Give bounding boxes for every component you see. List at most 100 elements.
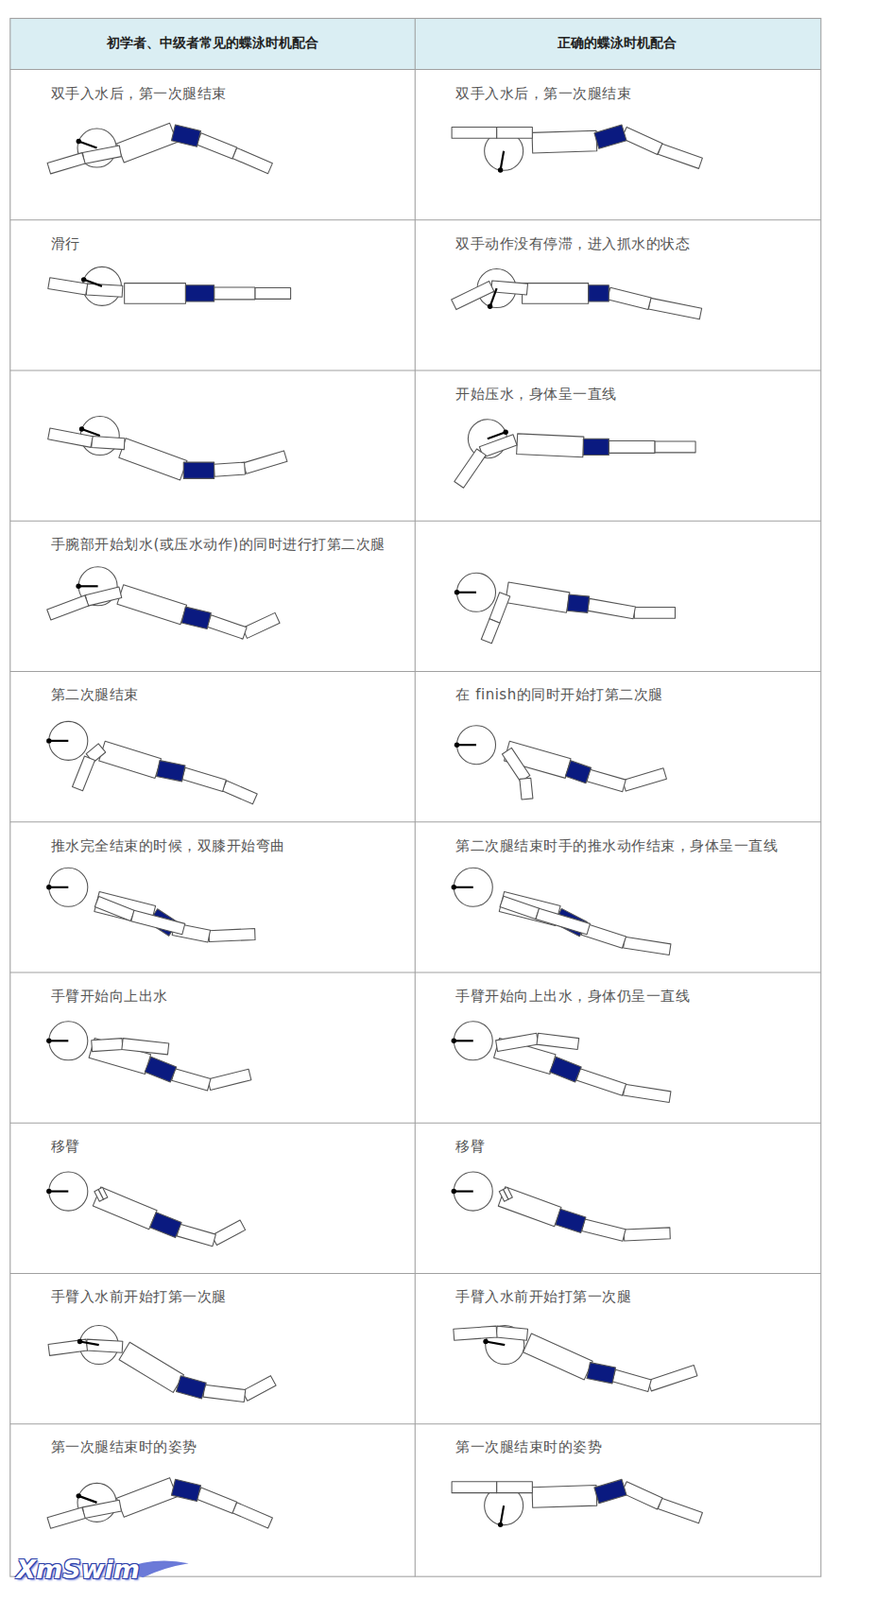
- swimmer-thigh: [621, 126, 663, 155]
- column-divider: [414, 17, 416, 1577]
- step-caption: 第一次腿结束时的姿势: [51, 1438, 198, 1457]
- row-divider: [10, 1423, 822, 1425]
- swimmer-mouth: [451, 884, 457, 890]
- swimmer-torso: [99, 740, 162, 778]
- step-caption: 手腕部开始划水(或压水动作)的同时进行打第二次腿: [51, 535, 386, 554]
- step-caption: 开始压水，身体呈一直线: [455, 385, 618, 404]
- swimmer-figure: [451, 269, 703, 320]
- swimmer-face: [485, 1341, 505, 1346]
- swimmer-shin: [623, 1227, 670, 1241]
- swimmer-face: [453, 886, 474, 889]
- swimmer-shin: [211, 1219, 246, 1246]
- step-caption: 手臂开始向上出水: [51, 987, 169, 1006]
- swimmer-hip: [156, 760, 186, 782]
- swimmer-mouth: [76, 1492, 82, 1498]
- header-divider: [10, 68, 822, 70]
- swimmer-torso: [497, 1186, 562, 1227]
- swimmer-head: [457, 725, 497, 765]
- swimmer-head: [453, 1021, 493, 1061]
- swimmer-shin: [648, 1364, 698, 1390]
- swimmer-face: [49, 1189, 69, 1192]
- swimmer-hip: [588, 285, 610, 302]
- swimmer-upper-arm: [82, 145, 121, 164]
- swimmer-torso: [516, 433, 584, 458]
- swimmer-forearm: [47, 1507, 86, 1528]
- swimmer-hip: [144, 1056, 176, 1082]
- swimmer-shin: [241, 1375, 276, 1402]
- swimmer-figure: [451, 867, 671, 955]
- swimmer-torso: [117, 584, 188, 625]
- swimmer-figure: [47, 1477, 273, 1529]
- swimmer-figure: [48, 1325, 276, 1403]
- swimmer-forearm: [48, 1338, 87, 1356]
- swimmer-torso: [523, 1333, 594, 1380]
- swimmer-figure: [453, 1325, 698, 1392]
- column-header: 初学者、中级者常见的蝶泳时机配合: [10, 34, 415, 52]
- swimmer-shin: [222, 780, 258, 805]
- swimmer-face: [49, 1039, 69, 1042]
- row-divider: [10, 670, 822, 672]
- swimmer-thigh: [586, 769, 626, 791]
- swimmer-upper-arm: [497, 126, 533, 138]
- swimmer-hip: [565, 760, 591, 784]
- swimmer-face: [453, 1039, 474, 1042]
- swimmer-forearm: [98, 1186, 108, 1200]
- swimmer-upper-arm: [496, 1032, 539, 1051]
- swimmer-figures: [46, 122, 703, 1528]
- swimmer-torso: [116, 122, 177, 163]
- swimmer-forearm: [451, 281, 495, 310]
- swimmer-mouth: [497, 167, 503, 172]
- swimmer-torso: [116, 1477, 177, 1518]
- swimmer-hip: [175, 1375, 206, 1399]
- swimmer-figure: [46, 1021, 252, 1091]
- swimmer-shin: [208, 928, 256, 943]
- swimmer-forearm: [453, 1325, 498, 1340]
- swimmer-torso: [531, 130, 598, 154]
- step-caption: 移臂: [51, 1137, 81, 1156]
- swimmer-upper-arm: [489, 592, 511, 623]
- swimmer-figure: [451, 1478, 703, 1527]
- swimmer-head: [49, 867, 88, 907]
- swimmer-face: [81, 428, 100, 436]
- table-grid: [10, 17, 822, 1577]
- swimmer-mouth: [81, 276, 86, 282]
- swimmer-thigh: [587, 598, 636, 618]
- swimmer-thigh: [206, 615, 247, 639]
- swimmer-upper-arm: [491, 280, 529, 295]
- swimmer-shin: [654, 441, 696, 453]
- swimmer-hip: [181, 606, 211, 629]
- swimmer-thigh: [576, 1068, 627, 1097]
- step-caption: 第一次腿结束时的姿势: [455, 1438, 602, 1457]
- table-border: [10, 17, 822, 1577]
- swimmer-upper-arm: [82, 1499, 121, 1518]
- swimmer-hip: [555, 1208, 586, 1233]
- step-caption: 第二次腿结束: [51, 686, 139, 704]
- swimmer-forearm: [48, 277, 88, 295]
- swimmer-hip: [171, 1478, 201, 1501]
- swimmer-forearm: [535, 908, 590, 935]
- swimmer-forearm: [47, 595, 89, 620]
- swimmer-figure: [451, 1171, 671, 1241]
- swimmer-face: [457, 743, 478, 746]
- swimmer-torso: [124, 283, 187, 305]
- swimmer-forearm: [519, 777, 533, 800]
- swimmer-hip: [549, 1056, 582, 1082]
- swimmer-figure: [46, 867, 256, 943]
- swimmer-shin: [657, 1497, 703, 1523]
- swimmer-face: [49, 886, 69, 889]
- swimmer-thigh: [612, 1369, 652, 1391]
- swimmer-shin: [232, 147, 274, 173]
- swimmer-upper-arm: [91, 436, 125, 450]
- swimmer-figure: [48, 416, 288, 481]
- swimmer-mouth: [497, 1522, 503, 1527]
- swimmer-upper-arm: [85, 586, 121, 606]
- swimmer-mouth: [76, 138, 82, 144]
- row-divider: [10, 821, 822, 823]
- swimmer-thigh: [607, 287, 652, 309]
- swimmer-forearm: [503, 1186, 514, 1200]
- step-caption: 双手动作没有停滞，进入抓水的状态: [455, 235, 690, 254]
- swimmer-upper-arm: [499, 895, 540, 919]
- swimmer-forearm: [47, 153, 86, 174]
- swimmer-forearm: [121, 1038, 170, 1055]
